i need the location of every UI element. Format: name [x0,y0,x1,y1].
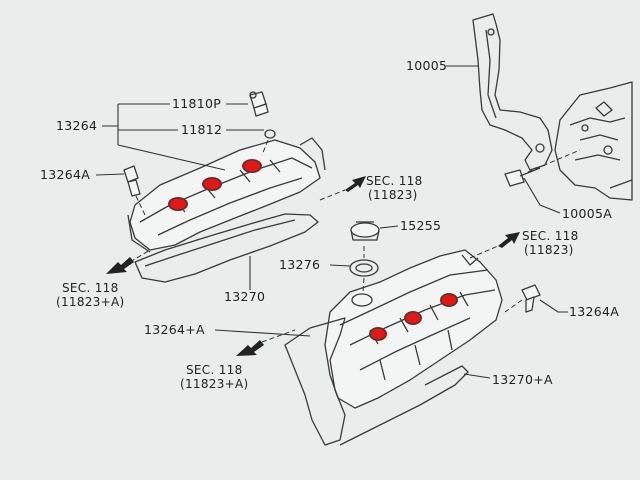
label-13264A-right: 13264A [569,304,619,319]
rocker-cover-rear [127,137,326,253]
sec118-upper-label: SEC. 118 [366,174,423,188]
sec118-arrow-upper [319,176,366,201]
label-13264A-left: 13264A [40,167,90,182]
sec118-right-ref: (11823) [524,243,574,257]
gasket-13270 [134,213,319,283]
sensor-13264A-right [504,284,541,313]
leader-13264 [102,103,226,171]
leader-10005A [523,177,561,214]
sec118-upper-ref: (11823) [368,188,418,202]
rocker-cover-front [324,249,503,409]
leader-13264A-right [539,299,568,313]
label-13264pA: 13264+A [144,322,205,337]
sec118-right-label: SEC. 118 [522,229,579,243]
engine-bracket-10005 [472,13,553,171]
leader-13264A-left [95,173,125,176]
oring-11812 [261,129,276,156]
sec118-lower-label: SEC. 118 [186,363,243,377]
sec118-arrow-lower [236,329,296,356]
label-11812: 11812 [181,122,222,137]
gasket-13270A [284,317,469,446]
filler-neck [351,246,373,307]
bolt-10005A [504,149,581,187]
seal-13276 [349,259,379,277]
engine-block [554,81,633,201]
label-13270: 13270 [224,289,265,304]
filler-cap-15255 [350,221,380,241]
sec118-left-ref: (11823+A) [56,295,125,309]
leader-13270pA [463,373,491,379]
label-13270pA: 13270+A [492,372,553,387]
sec118-lower-ref: (11823+A) [180,377,249,391]
label-15255: 15255 [400,218,441,233]
valve-11810P [249,91,269,117]
sensor-13264A-left [123,165,146,216]
label-10005A: 10005A [562,206,612,221]
sec118-arrow-left [106,249,151,274]
sec118-left-label: SEC. 118 [62,281,119,295]
label-10005: 10005 [406,58,447,73]
label-13264: 13264 [56,118,97,133]
label-13276: 13276 [279,257,320,272]
leader-13276 [329,264,351,267]
leader-13264pA [214,329,311,337]
leader-15255 [379,225,399,229]
label-11810P: 11810P [172,96,221,111]
sec118-arrow-right [469,232,520,259]
